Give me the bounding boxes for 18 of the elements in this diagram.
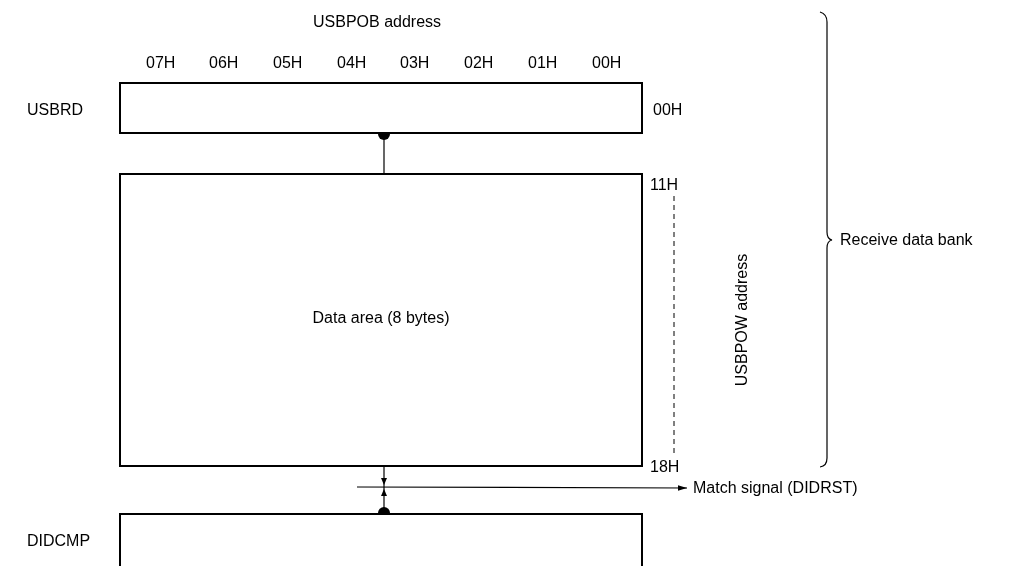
- address-label: 00H: [653, 102, 683, 118]
- column-address: 02H: [464, 55, 494, 71]
- column-address: 06H: [209, 55, 239, 71]
- address-label: 11H: [650, 177, 679, 193]
- address-label: 18H: [650, 459, 680, 475]
- signal-label: Match signal (DIDRST): [693, 480, 858, 496]
- area-label: Data area (8 bytes): [311, 310, 451, 326]
- bracket-label: Receive data bank: [840, 232, 973, 248]
- column-address: 04H: [337, 55, 367, 71]
- column-address: 03H: [400, 55, 430, 71]
- column-address: 00H: [592, 55, 622, 71]
- column-address: 05H: [273, 55, 303, 71]
- column-address: 07H: [146, 55, 176, 71]
- axis-title: USBPOB address: [313, 14, 442, 30]
- axis-title: USBPOW address: [734, 252, 750, 389]
- register-name: USBRD: [27, 102, 83, 118]
- register-name: DIDCMP: [27, 533, 91, 549]
- column-address: 01H: [528, 55, 558, 71]
